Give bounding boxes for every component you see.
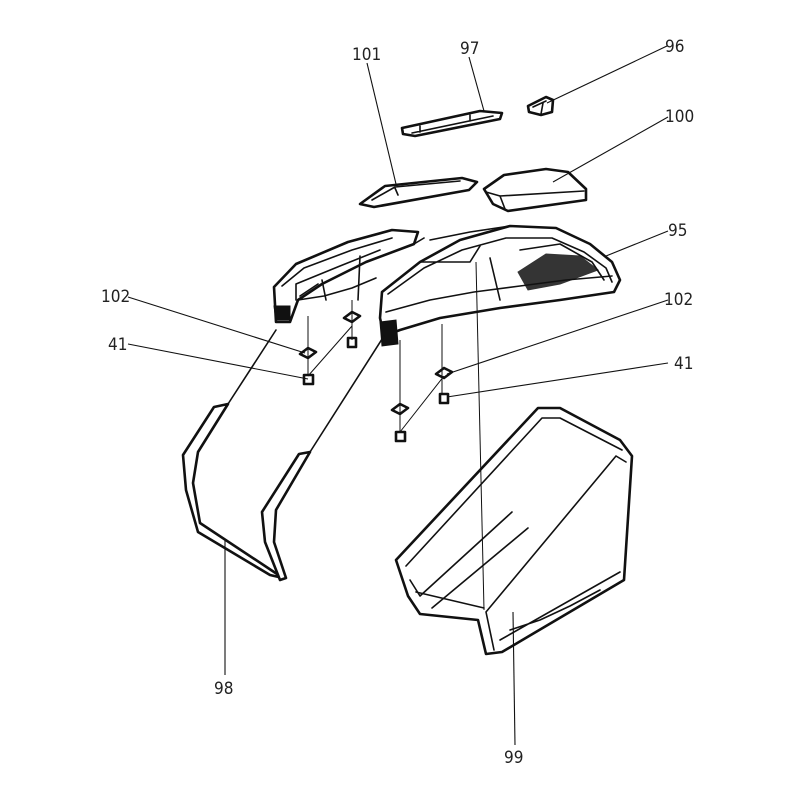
part-97-bracket — [400, 109, 504, 138]
callout-102-right: 102 — [664, 290, 693, 310]
callout-99: 99 — [504, 748, 523, 768]
leader-lines — [127, 45, 669, 746]
callout-95: 95 — [668, 221, 687, 241]
part-101-cover-strip — [358, 176, 479, 209]
callout-102-left: 102 — [101, 287, 130, 307]
part-41-bolt-right — [394, 392, 450, 443]
part-98-flap — [181, 329, 385, 582]
callout-100: 100 — [665, 107, 694, 127]
part-99-bag — [394, 406, 634, 656]
part-95-housing — [272, 224, 622, 347]
callout-96: 96 — [665, 37, 684, 57]
assembly-axes — [307, 261, 485, 611]
part-96-clip — [526, 95, 555, 117]
callout-98: 98 — [214, 679, 233, 699]
callout-41-right: 41 — [674, 354, 693, 374]
part-41-bolt-left — [302, 336, 358, 386]
part-102-nut-right — [390, 366, 454, 416]
part-100-cap — [482, 167, 588, 213]
callout-41-left: 41 — [108, 335, 127, 355]
callout-101: 101 — [352, 45, 381, 65]
callout-labels: 101 97 96 100 95 102 41 102 41 98 99 — [101, 37, 694, 768]
callout-97: 97 — [460, 39, 479, 59]
